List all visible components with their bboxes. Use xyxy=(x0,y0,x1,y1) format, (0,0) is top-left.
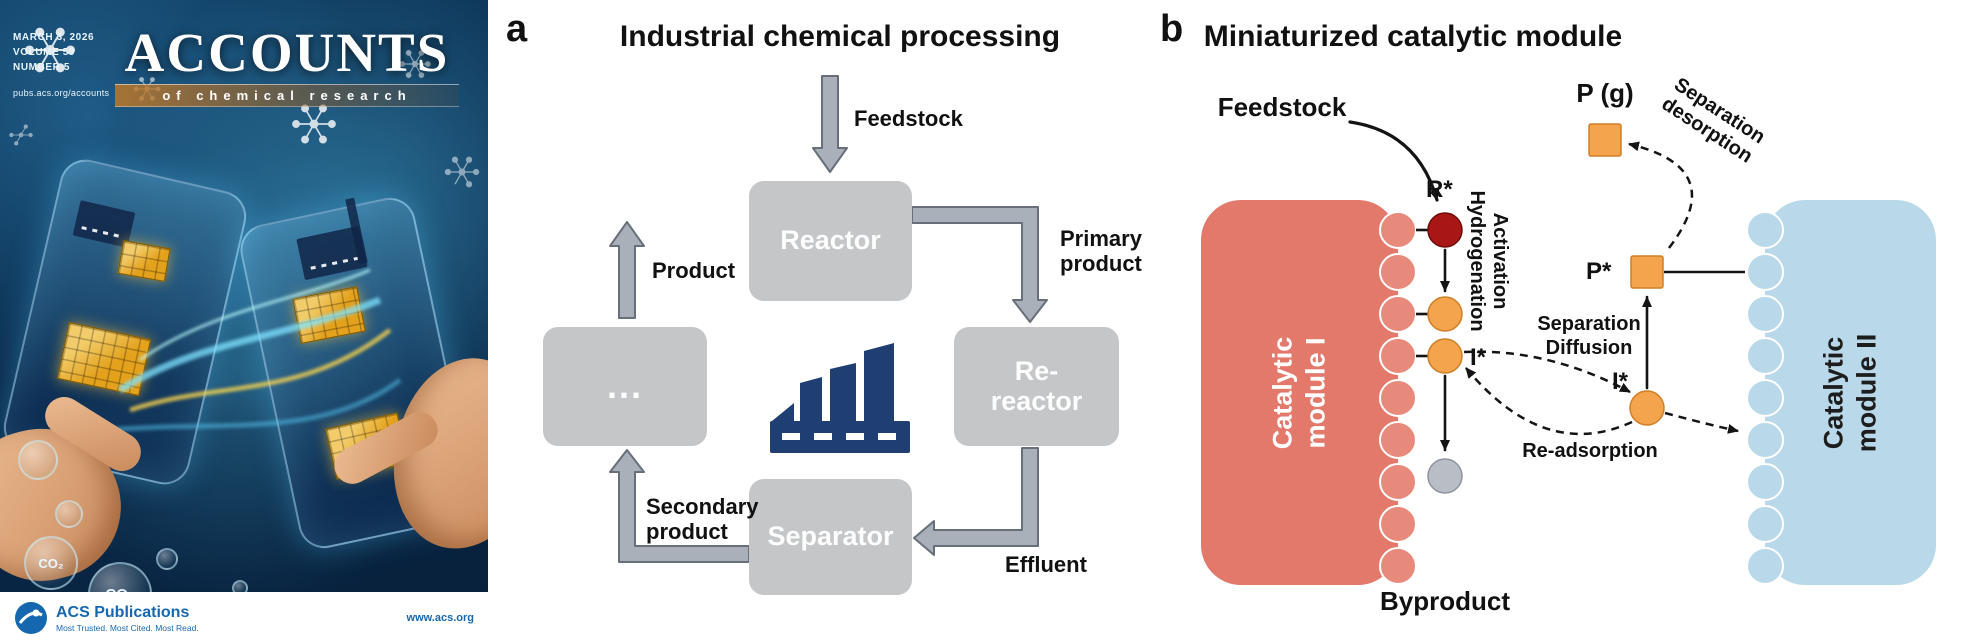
acs-logo-icon xyxy=(15,602,47,634)
p-gas-label: P (g) xyxy=(1576,78,1634,108)
activation-hydrogenation-label: Activation Hydrogenation xyxy=(1465,176,1511,346)
p-star-label: P* xyxy=(1586,258,1612,285)
catalytic-module-1: Catalytic module I xyxy=(1201,200,1398,585)
i-star-left-label: I* xyxy=(1470,344,1487,371)
bubble xyxy=(156,548,178,570)
module-2-label: Catalytic module II xyxy=(1817,333,1883,452)
acs-brand: ACS Publications Most Trusted. Most Cite… xyxy=(14,601,199,635)
re-adsorption-arrow xyxy=(1465,367,1633,436)
primary-line1: Primary xyxy=(1060,226,1142,251)
ellipsis-label: ... xyxy=(606,365,643,407)
catalytic-module-2: Catalytic module II xyxy=(1765,200,1936,585)
issue-number: NUMBER 5 xyxy=(13,62,71,73)
separation-diffusion-label: Separation Diffusion xyxy=(1514,312,1664,360)
feedstock-arrow-b xyxy=(1348,120,1440,202)
primary-product-arrow xyxy=(911,206,1048,323)
re-reactor-box: Re- reactor xyxy=(954,327,1119,446)
ellipsis-box: ... xyxy=(543,327,707,446)
separator-box: Separator xyxy=(749,479,912,595)
effluent-arrow xyxy=(913,447,1039,556)
module-2-line1: Catalytic xyxy=(1818,336,1849,449)
feedstock-arrow xyxy=(812,75,848,173)
secondary-line1: Secondary xyxy=(646,494,759,519)
activation-line1: Activation xyxy=(1489,212,1511,310)
module-1-line2: module I xyxy=(1300,337,1331,449)
product-gas-square xyxy=(1588,123,1622,157)
issue-info: MARCH 3, 2026 VOLUME 59 NUMBER 5 pubs.ac… xyxy=(13,30,109,101)
feedstock-label-b: Feedstock xyxy=(1217,92,1347,122)
r-star-label: R* xyxy=(1426,176,1453,203)
sep-diff-line1: Separation xyxy=(1537,313,1641,335)
effluent-label: Effluent xyxy=(1005,552,1087,577)
masthead: ACCOUNTS of chemical research xyxy=(96,24,478,107)
product-adsorbed-square xyxy=(1630,255,1664,289)
publisher-website: www.acs.org xyxy=(406,612,474,624)
product-arrow xyxy=(609,221,645,319)
intermediate-circle-right xyxy=(1629,390,1665,426)
molecule-icon xyxy=(9,124,33,146)
co2-bubble: CO₂ xyxy=(24,536,78,590)
publisher-name: ACS Publications xyxy=(56,603,190,621)
activation-line2: Hydrogenation xyxy=(1466,190,1488,332)
molecule-icon xyxy=(399,50,431,78)
panel-b-label: b xyxy=(1160,8,1184,50)
publisher-tagline: Most Trusted. Most Cited. Most Read. xyxy=(56,622,199,633)
primary-line2: product xyxy=(1060,251,1142,276)
module-2-line2: module II xyxy=(1851,333,1882,452)
figure-diagram: a Industrial chemical processing Reactor… xyxy=(488,0,1986,644)
issue-date: MARCH 3, 2026 xyxy=(13,32,95,43)
reactor-box: Reactor xyxy=(749,181,912,301)
secondary-line2: product xyxy=(646,519,728,544)
journal-subtitle: of chemical research xyxy=(162,88,412,103)
feedstock-label-a: Feedstock xyxy=(854,106,963,131)
bubble xyxy=(18,440,58,480)
factory-icon xyxy=(770,343,910,453)
re-reactor-label-line2: reactor xyxy=(990,385,1083,416)
reactor-label: Reactor xyxy=(780,225,881,256)
sep-diff-line2: Diffusion xyxy=(1545,337,1633,359)
panel-b-title: Miniaturized catalytic module xyxy=(1203,20,1623,53)
byproduct-circle xyxy=(1427,458,1463,494)
journal-url: pubs.acs.org/accounts xyxy=(13,88,110,98)
co2-label: CO₂ xyxy=(38,555,64,571)
adsorption-module2-arrow xyxy=(1664,411,1739,434)
intermediate-circle-top xyxy=(1427,296,1463,332)
journal-title: ACCOUNTS xyxy=(124,22,450,83)
separation-desorption-label: Separation desorption xyxy=(1638,61,1789,181)
product-label-a: Product xyxy=(652,258,736,283)
journal-cover: MARCH 3, 2026 VOLUME 59 NUMBER 5 pubs.ac… xyxy=(0,0,488,644)
bubble xyxy=(55,500,83,528)
byproduct-label: Byproduct xyxy=(1380,586,1510,616)
re-adsorption-label: Re-adsorption xyxy=(1522,440,1658,462)
masthead-bar: of chemical research xyxy=(115,84,459,107)
intermediate-circle-left xyxy=(1427,338,1463,374)
module-1-label: Catalytic module I xyxy=(1267,336,1333,449)
panel-a-label: a xyxy=(506,8,528,50)
module-1-line1: Catalytic xyxy=(1267,336,1298,449)
i-star-right-label: I* xyxy=(1612,368,1629,395)
reactant-r-circle xyxy=(1427,212,1463,248)
molecule-icon xyxy=(24,27,76,73)
primary-product-label: Primary product xyxy=(1060,226,1142,276)
panel-a-title: Industrial chemical processing xyxy=(619,20,1061,53)
issue-volume: VOLUME 59 xyxy=(13,47,76,58)
secondary-product-label: Secondary product xyxy=(646,494,759,544)
desorption-arrow xyxy=(1628,141,1694,249)
separator-label: Separator xyxy=(767,521,894,552)
cover-footer: ACS Publications Most Trusted. Most Cite… xyxy=(0,592,488,644)
molecule-icon xyxy=(292,104,336,144)
molecule-icon xyxy=(444,156,480,188)
re-reactor-label-line1: Re- xyxy=(1014,356,1059,387)
